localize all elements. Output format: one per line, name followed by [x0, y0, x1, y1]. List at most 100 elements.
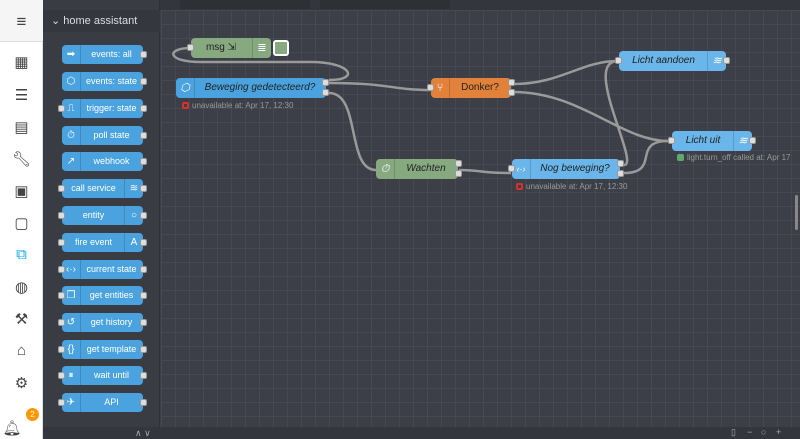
hexagon-arrow-icon: ⬡ [176, 78, 195, 98]
input-port [58, 212, 65, 219]
zoom-out-button[interactable]: − [747, 427, 753, 437]
webhook-icon: ↗ [62, 152, 81, 171]
events-state-node[interactable]: ⬡ Beweging gedetecteerd? [176, 78, 326, 98]
palette-node[interactable]: ≋call service [58, 179, 147, 198]
debug-toggle-button[interactable] [273, 40, 289, 56]
canvas-scrollbar[interactable] [795, 195, 798, 230]
switch-node[interactable]: ⑂ Donker? [431, 78, 511, 98]
list-icon: ≣ [252, 38, 271, 58]
configurator-icon[interactable]: ▣ [14, 183, 29, 200]
zoom-in-button[interactable]: + [776, 427, 782, 437]
input-port [58, 239, 65, 246]
settings-icon[interactable]: ⚙ [14, 375, 29, 392]
list-icon[interactable]: ☰ [14, 87, 29, 104]
call-service-node-off[interactable]: Licht uit ≋ [672, 131, 752, 151]
wrench-icon[interactable]: 🔧︎ [11, 151, 32, 168]
dashboard-icon[interactable]: ▦ [14, 54, 29, 71]
palette-category-header[interactable]: ⌄ home assistant [43, 10, 160, 32]
debug-node[interactable]: msg ⇲ ≣ [191, 38, 271, 58]
output-port[interactable] [455, 170, 462, 177]
output-port [140, 105, 147, 112]
output-port [140, 51, 147, 58]
output-port [140, 292, 147, 299]
output-port[interactable] [322, 89, 329, 96]
palette-node[interactable]: ↺get history [58, 313, 147, 332]
wire [604, 59, 629, 167]
output-port[interactable] [508, 79, 515, 86]
output-port [140, 78, 147, 85]
output-port[interactable] [617, 160, 624, 167]
template-icon: {} [62, 340, 81, 359]
palette-node[interactable]: ⏸wait until [58, 366, 147, 385]
router-icon: ≋ [733, 131, 752, 151]
input-port[interactable] [615, 57, 622, 64]
notification-badge: 2 [26, 408, 39, 421]
palette-node-label: get template [86, 344, 137, 354]
code-icon: ‹·› [512, 159, 531, 179]
input-port [58, 105, 65, 112]
input-port[interactable] [427, 84, 434, 91]
current-state-node[interactable]: ‹·› Nog beweging? [512, 159, 620, 179]
wire [328, 81, 432, 92]
broadcast-icon: A [124, 233, 143, 252]
node-label: Donker? [461, 82, 499, 93]
menu-icon[interactable]: ≡ [16, 12, 27, 31]
palette-node[interactable]: ○ entity [58, 206, 147, 225]
output-port[interactable] [617, 170, 624, 177]
palette-node[interactable]: ✈API [58, 393, 147, 412]
logbook-icon[interactable]: ▢ [14, 215, 29, 232]
palette-node[interactable]: ⬡events: state [62, 72, 147, 91]
circle-icon: ○ [124, 206, 143, 225]
pulse-icon: ⎍ [62, 99, 81, 118]
output-port [140, 185, 147, 192]
palette-node[interactable]: ⎍ trigger: state [58, 99, 147, 118]
input-port[interactable] [508, 165, 515, 172]
output-port [140, 212, 147, 219]
output-port [140, 266, 147, 273]
palette-node[interactable]: {} get template [58, 340, 147, 359]
palette-node[interactable]: ❐get entities [58, 286, 147, 305]
flow-canvas[interactable]: msg ⇲ ≣ ⬡ Beweging gedetecteerd? unavail… [161, 10, 800, 427]
input-port[interactable] [668, 137, 675, 144]
delay-node[interactable]: ⏱ Wachten [376, 159, 458, 179]
hammer-icon[interactable]: ⚒ [14, 311, 29, 328]
node-status: light.turn_off called at: Apr 17 [677, 153, 790, 162]
flow-tab[interactable] [180, 0, 310, 9]
palette-node[interactable]: ‹·›current state [58, 260, 147, 279]
store-icon[interactable]: ⌂ [16, 342, 27, 359]
wire [328, 91, 377, 172]
timer-icon: ⏱ [376, 159, 395, 179]
output-port[interactable] [455, 160, 462, 167]
chart-icon[interactable]: ▤ [14, 119, 29, 136]
status-text: light.turn_off called at: Apr 17 [687, 153, 791, 162]
palette-node[interactable]: ➡events: all [62, 45, 147, 64]
output-port [140, 346, 147, 353]
palette-node-label: entity [82, 210, 105, 220]
input-port[interactable] [187, 44, 194, 51]
wire [623, 139, 669, 175]
input-port [58, 372, 65, 379]
palette-node-label: fire event [74, 237, 113, 247]
flow-tab[interactable] [320, 0, 450, 9]
palette-node-label: events: all [91, 49, 132, 59]
palette-collapse-button[interactable]: ∧ ∨ [135, 428, 151, 438]
palette-node[interactable]: ↗webhook [62, 152, 147, 171]
palette-node-label: trigger: state [86, 103, 137, 113]
wire [512, 59, 619, 86]
status-text: unavailable at: Apr 17, 12:30 [526, 182, 628, 191]
map-icon[interactable]: ▯ [731, 427, 736, 437]
output-port[interactable] [508, 89, 515, 96]
compass-icon[interactable]: ◍ [14, 279, 29, 296]
input-port [58, 185, 65, 192]
palette-node[interactable]: ⏱poll state [62, 126, 147, 145]
output-port[interactable] [322, 79, 329, 86]
fork-icon: ⑂ [431, 78, 450, 98]
history-icon: ↺ [62, 313, 81, 332]
output-port[interactable] [723, 57, 730, 64]
bell-icon[interactable]: 🔔︎ [2, 420, 22, 437]
node-red-icon[interactable]: ⧉ [16, 246, 27, 263]
zoom-reset-button[interactable]: ○ [761, 427, 767, 437]
call-service-node-on[interactable]: Licht aandoen ≋ [619, 51, 726, 71]
output-port[interactable] [749, 137, 756, 144]
